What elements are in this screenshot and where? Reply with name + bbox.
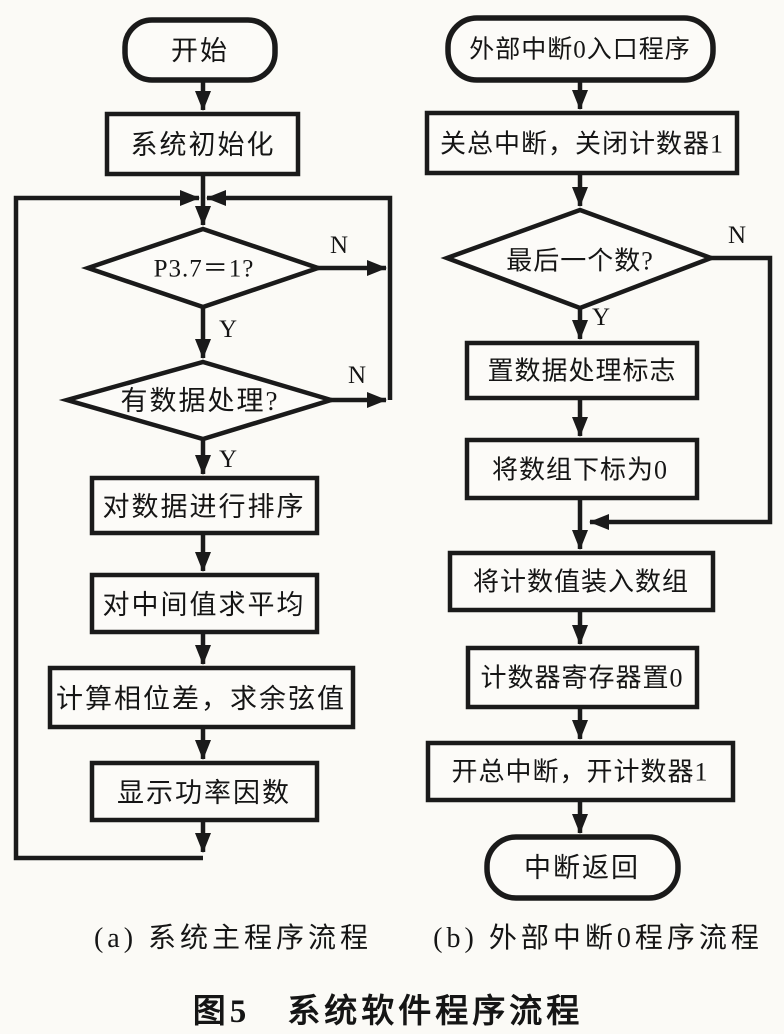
right-chart: 外部中断0入口程序 关总中断，关闭计数器1 最后一个数? 置数据处理标志 将数组… bbox=[424, 15, 746, 901]
loop-return-line-right bbox=[206, 190, 393, 400]
left-chart: 开始 系统初始化 P3.7＝1? 有数据处理? 对数据进行排序 对中间值求平均 … bbox=[47, 17, 366, 823]
process-set-flag-label: 置数据处理标志 bbox=[487, 357, 676, 386]
terminal-entry-shape bbox=[445, 15, 716, 83]
caption-b: (b) 外部中断0程序流程 bbox=[433, 922, 763, 954]
branch-label-y2: Y bbox=[219, 446, 237, 473]
process-open-interrupt-shape bbox=[425, 740, 736, 803]
process-register-zero-label: 计数器寄存器置0 bbox=[480, 664, 683, 693]
decision-data-label: 有数据处理? bbox=[121, 386, 280, 416]
terminal-return-shape bbox=[484, 834, 681, 901]
process-init-label: 系统初始化 bbox=[131, 130, 276, 160]
process-register-zero-shape bbox=[465, 645, 700, 710]
terminal-start-shape bbox=[122, 17, 278, 83]
process-init-shape bbox=[104, 111, 301, 177]
process-store-count-label: 将计数值装入数组 bbox=[473, 568, 689, 597]
decision-last-number-shape bbox=[440, 207, 718, 311]
process-open-interrupt-label: 开总中断，开计数器1 bbox=[451, 758, 708, 787]
left-chart-connectors bbox=[13, 80, 393, 861]
process-set-flag-shape bbox=[464, 340, 700, 401]
process-index-zero-label: 将数组下标为0 bbox=[492, 456, 668, 485]
process-close-interrupt-shape bbox=[424, 110, 740, 176]
decision-data-shape bbox=[58, 359, 339, 442]
decision-p37-label: P3.7＝1? bbox=[154, 256, 255, 283]
right-chart-connectors bbox=[572, 80, 773, 834]
loop-return-line-left bbox=[13, 190, 203, 861]
branch-label-n1: N bbox=[330, 232, 348, 259]
process-average-shape bbox=[89, 572, 320, 635]
process-sort-label: 对数据进行排序 bbox=[103, 492, 306, 522]
figure-title: 图5 系统软件程序流程 bbox=[193, 992, 584, 1030]
terminal-return-label: 中断返回 bbox=[524, 853, 640, 883]
terminal-entry-label: 外部中断0入口程序 bbox=[469, 36, 691, 64]
process-close-interrupt-label: 关总中断，关闭计数器1 bbox=[440, 130, 724, 159]
branch-label-y: Y bbox=[592, 304, 610, 331]
decision-p37-shape bbox=[80, 226, 326, 310]
process-store-count-shape bbox=[447, 550, 716, 613]
process-cosine-label: 计算相位差，求余弦值 bbox=[56, 684, 346, 714]
figure-captions: (a) 系统主程序流程 (b) 外部中断0程序流程 图5 系统软件程序流程 bbox=[94, 922, 763, 1030]
process-average-label: 对中间值求平均 bbox=[103, 590, 306, 620]
branch-label-y1: Y bbox=[219, 316, 237, 343]
decision-last-number-label: 最后一个数? bbox=[506, 247, 654, 276]
branch-label-n2: N bbox=[348, 362, 366, 389]
process-sort-shape bbox=[89, 475, 320, 536]
branch-label-n: N bbox=[728, 222, 746, 249]
caption-a: (a) 系统主程序流程 bbox=[94, 922, 372, 954]
process-display-shape bbox=[89, 760, 320, 823]
process-index-zero-shape bbox=[464, 437, 700, 501]
terminal-start-label: 开始 bbox=[171, 36, 229, 66]
process-display-label: 显示功率因数 bbox=[117, 778, 291, 808]
branch-n-bypass-line bbox=[589, 255, 773, 530]
process-cosine-shape bbox=[47, 665, 356, 730]
